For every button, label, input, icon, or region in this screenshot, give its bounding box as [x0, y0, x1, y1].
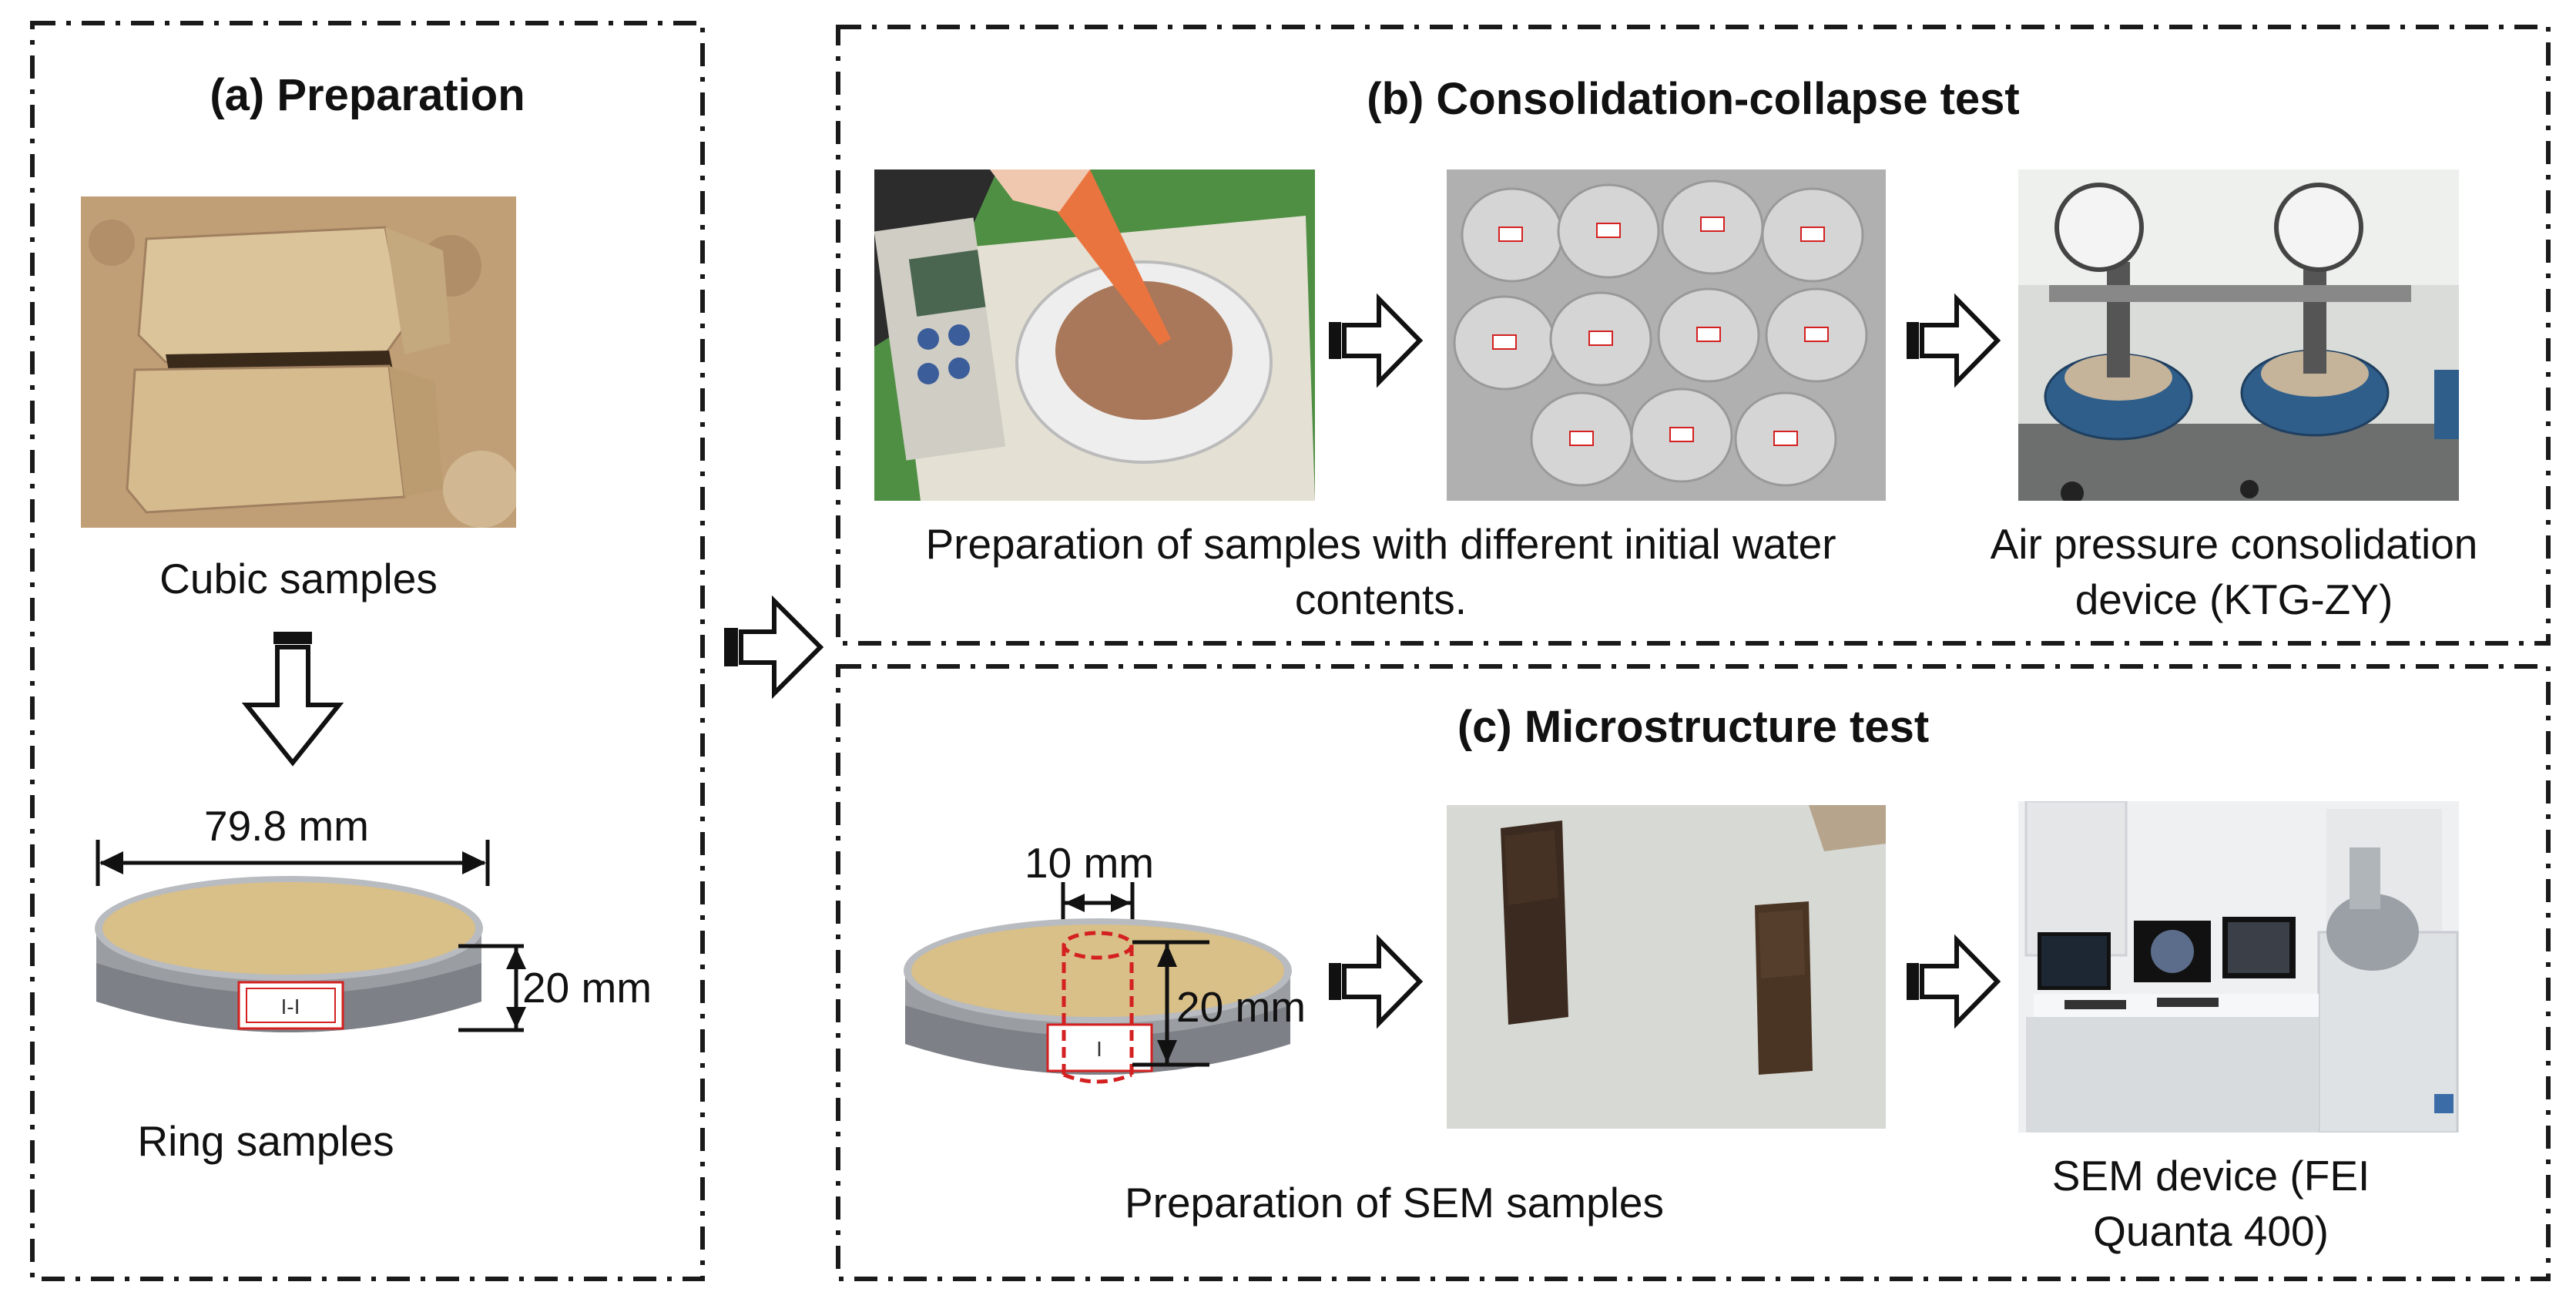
consolidation-device-photo	[2018, 169, 2459, 501]
balance-preparation-photo	[874, 169, 1315, 501]
consolidation-device-caption: Air pressure consolidation device (KTG-Z…	[1990, 520, 2478, 623]
sem-samples-caption: Preparation of SEM samples	[1124, 1179, 1665, 1226]
right-arrow-icon-b1	[1329, 293, 1424, 388]
ring-diameter-label: 79.8 mm	[204, 802, 369, 850]
down-arrow-icon	[241, 632, 344, 767]
panel-c-title: (c) Microstructure test	[1457, 702, 1930, 752]
cubic-samples-caption: Cubic samples	[159, 555, 438, 602]
right-arrow-icon-b2	[1907, 293, 2001, 388]
ring-sample-tag-a: I-I	[281, 996, 300, 1019]
sem-device-caption: SEM device (FEI Quanta 400)	[2051, 1152, 2370, 1255]
cubic-samples-photo	[81, 196, 516, 528]
core-height-dimension	[1132, 940, 1209, 1067]
core-height-label: 20 mm	[1176, 983, 1306, 1031]
ring-diameter-dimension	[96, 840, 490, 886]
sem-specimens-photo	[1447, 805, 1886, 1129]
ring-height-dimension	[458, 944, 526, 1032]
right-arrow-icon-c1	[1329, 934, 1424, 1029]
panel-b-frame	[836, 25, 2551, 646]
ring-samples-caption: Ring samples	[137, 1117, 394, 1165]
right-arrow-icon-c2	[1907, 934, 2001, 1029]
ring-sample-tag-c: I	[1096, 1039, 1102, 1062]
wrapped-samples-photo	[1447, 169, 1886, 501]
panel-a-frame	[30, 21, 705, 1281]
panel-b-title: (b) Consolidation-collapse test	[1367, 74, 2020, 124]
main-right-arrow-icon	[724, 595, 824, 700]
ring-samples-photo: I-I	[95, 876, 483, 1032]
panel-c-frame	[836, 664, 2551, 1281]
ring-height-label: 20 mm	[522, 964, 652, 1012]
sem-cutout-ring-photo: I	[904, 918, 1292, 1084]
samples-preparation-caption: Preparation of samples with different in…	[925, 520, 1836, 623]
sem-device-photo	[2018, 801, 2459, 1133]
panel-a-title: (a) Preparation	[210, 70, 525, 120]
core-width-label: 10 mm	[1025, 839, 1155, 887]
